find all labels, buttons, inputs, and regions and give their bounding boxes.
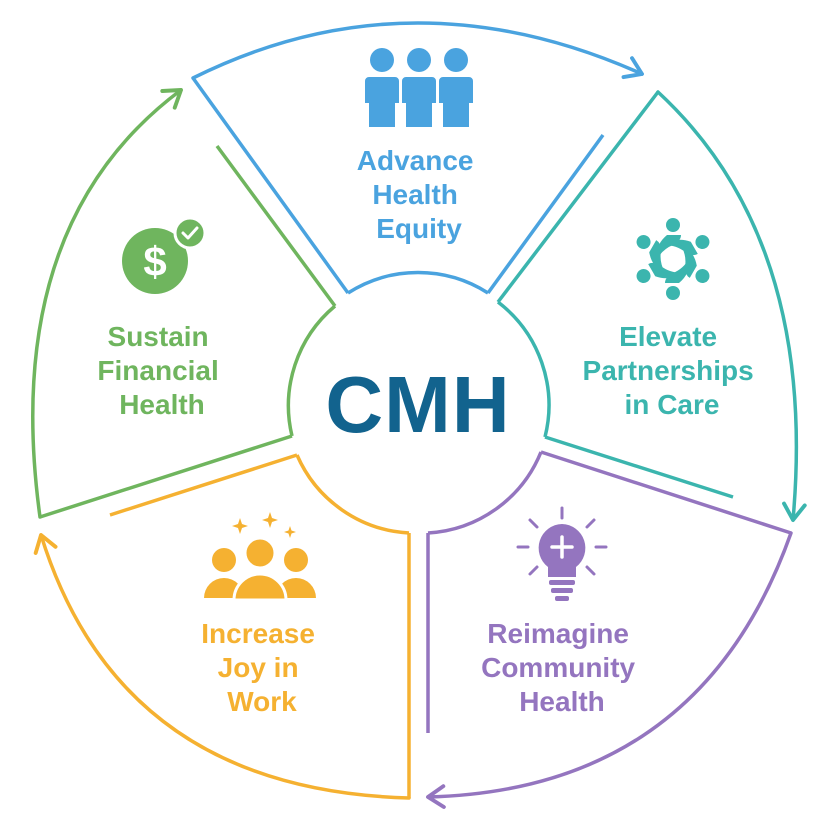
dollar-check-icon: $ — [122, 216, 207, 294]
partnership-circle-icon — [629, 218, 717, 300]
team-sparkle-icon — [204, 512, 316, 602]
segment-joy-in-work: Increase Joy in Work — [33, 453, 411, 800]
financial-health-label: Sustain Financial Health — [97, 321, 226, 420]
svg-text:$: $ — [143, 238, 166, 285]
health-equity-label: Advance Health Equity — [357, 145, 482, 244]
community-health-inner-arc — [427, 451, 543, 535]
partnerships-label: Elevate Partnerships in Care — [583, 321, 762, 420]
joy-in-work-left-divider — [109, 453, 298, 517]
segment-financial-health: $ Sustain Financial Health — [31, 88, 337, 519]
health-equity-inner-arc — [347, 270, 489, 295]
partnerships-bottom-divider — [544, 435, 734, 499]
financial-health-top-divider — [215, 144, 337, 308]
segment-health-equity: Advance Health Equity — [191, 21, 644, 295]
health-equity-right-divider — [486, 133, 605, 295]
joy-in-work-inner-arc — [295, 454, 410, 535]
center-label: CMH — [325, 360, 510, 449]
partnerships-inner-arc — [496, 300, 551, 438]
lightbulb-plus-icon — [516, 506, 608, 601]
joy-in-work-outer-arc-arrow — [33, 533, 411, 800]
financial-health-bottom-divider — [39, 434, 293, 519]
community-health-right-divider — [540, 450, 792, 535]
segment-partnerships: Elevate Partnerships in Care — [496, 90, 807, 522]
community-health-outer-arc-arrow — [426, 531, 793, 809]
joy-in-work-label: Increase Joy in Work — [201, 618, 322, 717]
people-group-icon — [365, 48, 473, 127]
segment-community-health: Reimagine Community Health — [426, 450, 793, 809]
financial-health-inner-arc — [286, 304, 337, 437]
health-equity-left-divider — [191, 76, 350, 295]
partnerships-outer-arc-arrow — [656, 90, 807, 522]
health-equity-outer-arc-arrow — [191, 21, 644, 80]
partnerships-top-divider — [496, 90, 660, 304]
community-health-label: Reimagine Community Health — [481, 618, 643, 717]
financial-health-outer-arc-arrow — [31, 88, 183, 519]
